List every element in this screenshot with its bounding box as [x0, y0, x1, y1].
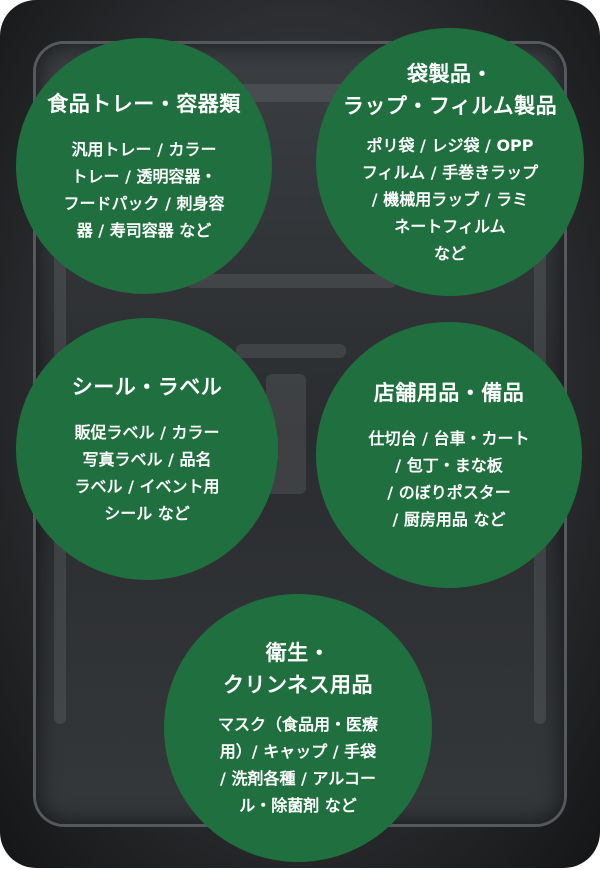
category-title: 袋製品・ ラップ・フィルム製品 [342, 61, 558, 118]
tray-rib [186, 274, 396, 288]
category-description: マスク（食品用・医療 用）/ キャップ / 手袋 / 洗剤各種 / アルコー ル… [217, 715, 378, 815]
category-description: 汎用トレー / カラー トレー / 透明容器・ フードパック / 刺身容 器 /… [63, 140, 225, 240]
category-circle-bags-films: 袋製品・ ラップ・フィルム製品 ポリ袋 / レジ袋 / OPP フィルム / 手… [316, 28, 584, 296]
category-title: 店舗用品・備品 [373, 381, 525, 405]
category-description: 仕切台 / 台車・カート / 包丁・まな板 / のぼりポスター / 厨房用品 な… [368, 429, 530, 529]
category-title: 食品トレー・容器類 [47, 92, 241, 116]
category-circle-food-trays: 食品トレー・容器類 汎用トレー / カラー トレー / 透明容器・ フードパック… [16, 38, 272, 294]
category-title: 衛生・ クリンネス用品 [222, 641, 374, 697]
category-circle-hygiene: 衛生・ クリンネス用品 マスク（食品用・医療 用）/ キャップ / 手袋 / 洗… [164, 594, 432, 862]
category-circle-store-supplies: 店舗用品・備品 仕切台 / 台車・カート / 包丁・まな板 / のぼりポスター … [316, 322, 582, 588]
category-description: ポリ袋 / レジ袋 / OPP フィルム / 手巻きラップ / 機械用ラップ /… [361, 135, 539, 263]
category-title: シール・ラベル [71, 375, 223, 399]
tray-rib [236, 344, 346, 358]
category-circle-seals-labels: シール・ラベル 販促ラベル / カラー 写真ラベル / 品名 ラベル / イベン… [16, 318, 278, 580]
category-description: 販促ラベル / カラー 写真ラベル / 品名 ラベル / イベント用 シール な… [74, 423, 220, 523]
